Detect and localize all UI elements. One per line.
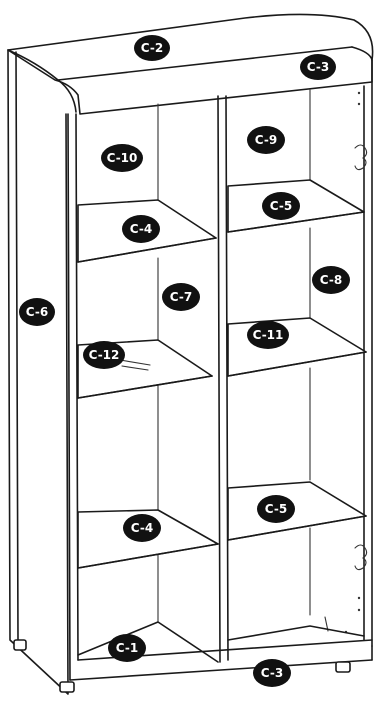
label-c3-bottom: C-3 <box>253 659 291 687</box>
svg-text:C-7: C-7 <box>170 290 192 304</box>
label-c4-upper: C-4 <box>122 215 160 243</box>
svg-text:C-4: C-4 <box>130 222 152 236</box>
center-divider <box>217 95 229 663</box>
right-shelf-middle-c11 <box>227 317 367 377</box>
right-bottom-shelf <box>227 625 365 641</box>
svg-text:C-6: C-6 <box>26 305 48 319</box>
left-bottom-shelf-c1 <box>77 621 219 663</box>
label-c9: C-9 <box>247 126 285 154</box>
svg-text:C-3: C-3 <box>307 60 329 74</box>
label-c8: C-8 <box>312 266 350 294</box>
svg-text:C-12: C-12 <box>89 348 120 362</box>
label-c6: C-6 <box>19 298 55 326</box>
label-c12: C-12 <box>83 341 125 369</box>
label-c11: C-11 <box>247 321 289 349</box>
svg-text:C-4: C-4 <box>131 521 153 535</box>
label-c5-upper: C-5 <box>262 192 300 220</box>
svg-text:C-11: C-11 <box>253 328 284 342</box>
svg-text:C-1: C-1 <box>116 641 138 655</box>
label-c10: C-10 <box>101 144 143 172</box>
svg-text:C-5: C-5 <box>270 199 292 213</box>
top-panel <box>7 13 374 115</box>
feet <box>13 639 351 693</box>
label-c2: C-2 <box>134 35 170 61</box>
left-side-panel <box>7 49 69 695</box>
svg-text:C-8: C-8 <box>320 273 342 287</box>
svg-text:C-3: C-3 <box>261 666 283 680</box>
right-shelf-lower-c5 <box>227 481 367 541</box>
label-c3-top: C-3 <box>300 54 336 80</box>
svg-text:C-9: C-9 <box>255 133 277 147</box>
svg-text:C-2: C-2 <box>141 41 163 55</box>
svg-text:C-10: C-10 <box>107 151 138 165</box>
right-side-panel <box>324 59 373 647</box>
label-c7: C-7 <box>162 283 200 311</box>
base-plinth <box>69 645 373 681</box>
label-c5-lower: C-5 <box>257 495 295 523</box>
label-c4-lower: C-4 <box>123 514 161 542</box>
svg-text:C-5: C-5 <box>265 502 287 516</box>
label-c1: C-1 <box>108 634 146 662</box>
